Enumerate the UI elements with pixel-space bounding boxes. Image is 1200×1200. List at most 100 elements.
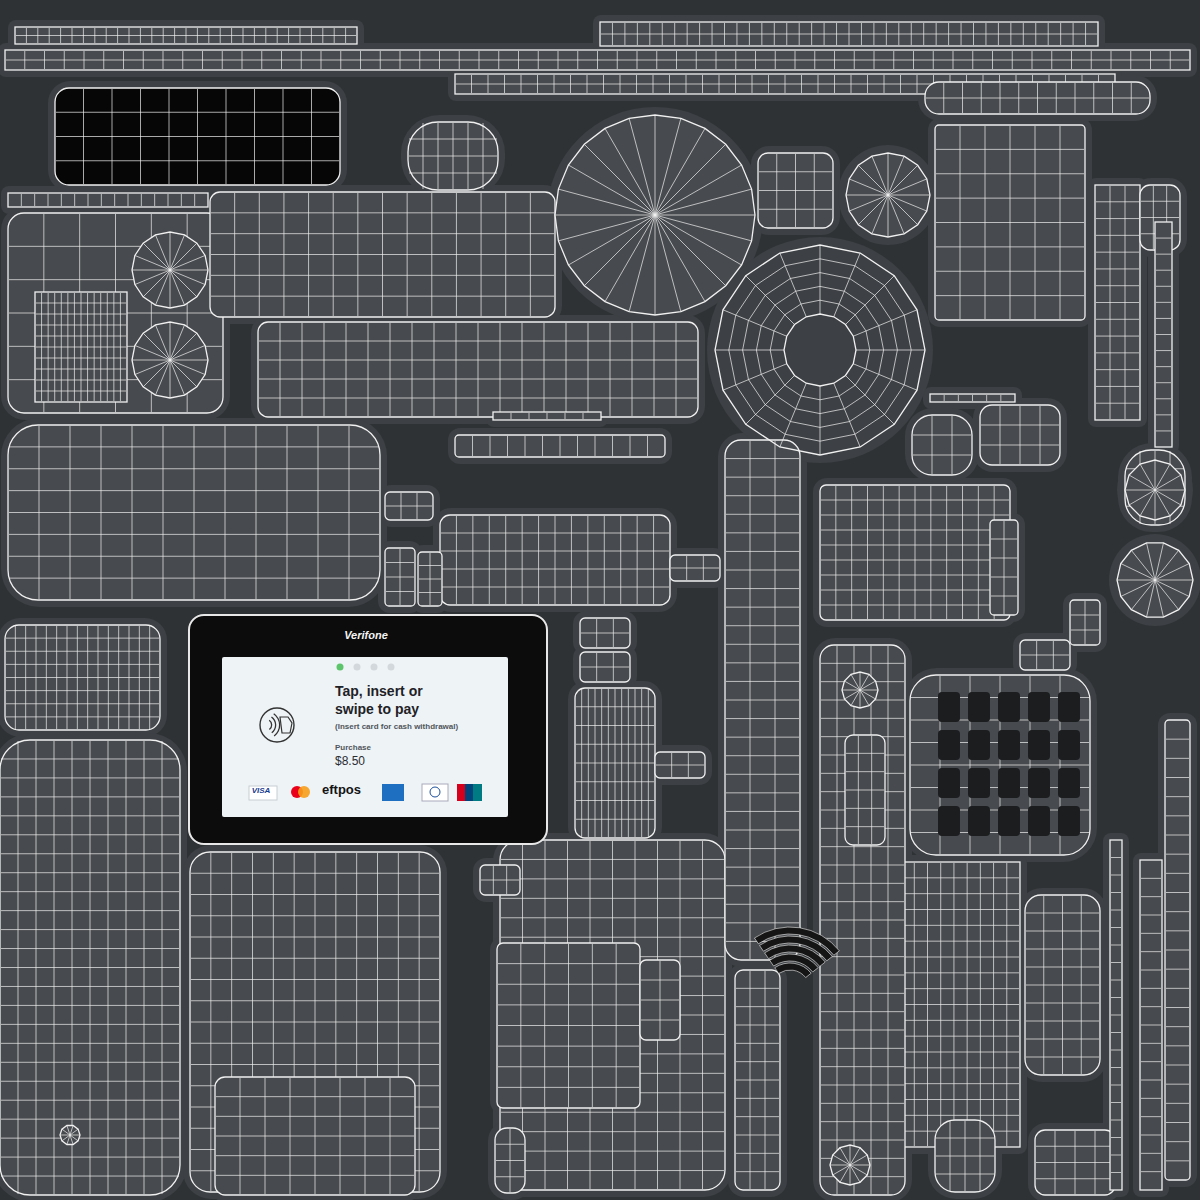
grid-island: [990, 520, 1018, 615]
wire-edge: [36, 303, 126, 304]
wire-edge: [726, 607, 799, 608]
wire-edge: [1121, 580, 1155, 596]
grid-island: [1165, 720, 1190, 1180]
grid-island: [820, 485, 1010, 620]
wire-edge: [1, 1024, 179, 1025]
wire-edge: [507, 436, 508, 456]
wire-edge: [926, 98, 1149, 99]
wire-edge: [736, 1171, 779, 1172]
grid-island: [980, 405, 1060, 465]
key-cell: [968, 768, 990, 798]
ring-island: [715, 245, 925, 455]
halo: [1088, 178, 1147, 427]
wire-edge: [1111, 980, 1121, 981]
wire-edge: [1036, 1162, 1114, 1163]
wire-edge: [1, 986, 179, 987]
halo: [378, 541, 422, 613]
grid-island: [258, 322, 698, 417]
card-brand: VISA: [247, 784, 275, 798]
wire-edge: [525, 436, 526, 456]
key-cell: [938, 730, 960, 760]
island-outline: [670, 555, 720, 581]
wire-edge: [558, 189, 655, 215]
grid-island: [8, 213, 223, 413]
wire-edge: [630, 436, 631, 456]
wire-edge: [390, 323, 391, 416]
wire-edge: [821, 718, 904, 719]
island-outline: [580, 618, 630, 648]
wire-edge: [860, 690, 861, 708]
wire-edge: [821, 883, 904, 884]
wire-edge: [70, 1135, 80, 1136]
wire-edge: [555, 516, 556, 604]
wire-edge: [1096, 336, 1139, 337]
wire-edge: [1, 948, 179, 949]
wire-edge: [846, 790, 884, 791]
wire-edge: [851, 486, 852, 619]
wire-edge: [1156, 398, 1171, 399]
grid-island: [497, 943, 640, 1108]
wire-edge: [542, 436, 543, 456]
island-outline: [830, 1145, 870, 1185]
diners-card: [422, 784, 448, 801]
wire-edge: [67, 1125, 70, 1135]
wire-edge: [386, 591, 414, 592]
wire-edge: [1155, 580, 1189, 596]
page-dot: [371, 664, 378, 671]
halo: [203, 185, 562, 324]
wire-edge: [191, 1000, 439, 1001]
wire-edge: [834, 383, 860, 447]
wire-edge: [565, 413, 566, 419]
wire-edge: [821, 865, 904, 866]
wire-edge: [1141, 1061, 1161, 1062]
island-outline: [600, 22, 1098, 46]
wire-edge: [936, 295, 1084, 296]
halo: [208, 1070, 422, 1200]
wire-edge: [170, 360, 185, 395]
wire-edge: [419, 579, 441, 580]
wire-edge: [1141, 933, 1161, 934]
island-outline: [440, 515, 670, 605]
wire-edge: [576, 744, 654, 745]
wire-edge: [1040, 406, 1041, 464]
grid-island: [820, 645, 905, 1195]
wire-edge: [736, 1025, 779, 1026]
island-outline: [408, 122, 498, 190]
wire-edge: [1129, 490, 1155, 505]
wire-edge: [726, 588, 799, 589]
wire-edge: [1131, 580, 1155, 610]
grid-island: [575, 688, 655, 838]
wire-edge: [821, 901, 904, 902]
wire-edge: [581, 667, 629, 668]
halo: [568, 681, 662, 845]
wire-edge: [726, 625, 799, 626]
grid-island: [440, 515, 670, 605]
wire-edge: [936, 1174, 994, 1175]
wire-edge: [1141, 988, 1161, 989]
wire-edge: [888, 153, 889, 195]
grid-island: [495, 1128, 525, 1193]
wire-edge: [135, 270, 170, 285]
halo: [1148, 215, 1179, 454]
wire-edge: [216, 1096, 414, 1097]
wire-edge: [759, 209, 832, 210]
wire-edge: [726, 922, 799, 923]
wire-edge: [584, 215, 655, 286]
wire-edge: [978, 486, 979, 619]
wire-edge: [1, 758, 179, 759]
island-outline: [1125, 460, 1185, 520]
wire-edge: [1156, 366, 1171, 367]
wire-edge: [1156, 270, 1171, 271]
wire-edge: [1111, 910, 1121, 911]
wire-edge: [1166, 796, 1189, 797]
wire-edge: [170, 360, 208, 361]
wire-edge: [1156, 318, 1171, 319]
wire-edge: [835, 486, 836, 619]
fan-island: [842, 672, 878, 708]
wire-edge: [60, 1135, 70, 1136]
wire-edge: [181, 194, 182, 206]
wire-edge: [409, 156, 497, 157]
wire-edge: [1036, 1146, 1114, 1147]
wire-edge: [676, 323, 677, 416]
wire-edge: [1026, 1039, 1099, 1040]
